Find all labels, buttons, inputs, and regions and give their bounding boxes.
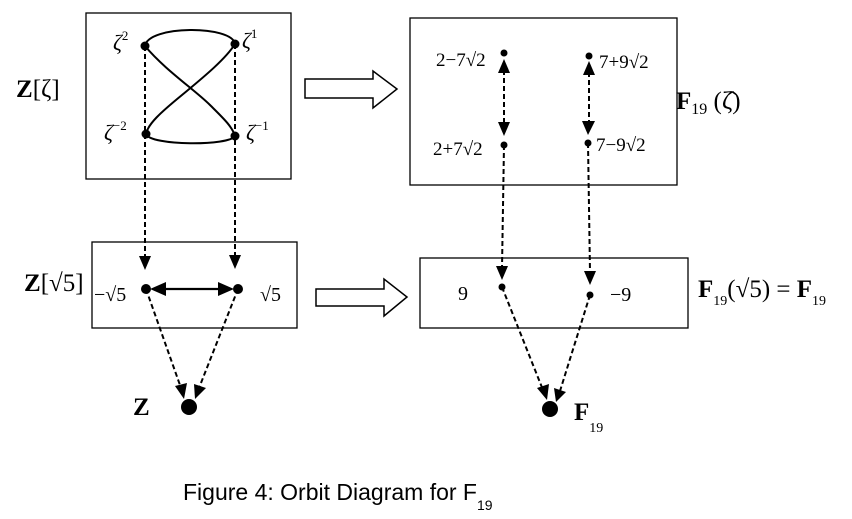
label-neg9: −9 [610, 284, 631, 306]
dot-zeta2 [140, 41, 150, 51]
projection-to-9 [501, 144, 505, 269]
arrowhead [554, 388, 566, 402]
label-z-sqrt5: Z[√5] [24, 270, 84, 297]
label-7-minus-9sqrt2: 7−9√2 [596, 135, 646, 156]
arrowhead [229, 255, 241, 269]
label-zetam2: ζ−2 [104, 118, 127, 145]
reduction-arrow-top [304, 69, 399, 110]
label-2-minus-7sqrt2: 2−7√2 [436, 50, 486, 71]
label-neg-sqrt5: −√5 [94, 284, 126, 306]
z-zeta-box [85, 12, 292, 180]
arrowhead [537, 384, 549, 400]
label-z-zeta: Z[ζ] [16, 76, 60, 103]
arrowhead [496, 266, 508, 280]
curve-zeta2-zeta1 [144, 29, 236, 47]
arrowhead [583, 61, 595, 75]
label-7-plus-9sqrt2: 7+9√2 [599, 52, 649, 73]
dot-zetam1 [230, 131, 240, 141]
projection-sqrt5-to-z [198, 288, 239, 389]
dot-2-plus-7sqrt2 [500, 141, 508, 149]
dot-zetam2 [141, 129, 151, 139]
label-zeta2: ζ2 [113, 28, 128, 55]
dot-7-plus-9sqrt2 [585, 52, 593, 60]
dot-2-minus-7sqrt2 [500, 49, 508, 57]
arrowhead [584, 271, 596, 285]
dot-z [181, 399, 197, 415]
dot-zeta1 [230, 39, 240, 49]
reduction-arrow-bottom [315, 277, 409, 318]
curve-zetam2-zetam1 [145, 133, 236, 145]
curve-zeta1-zetam2 [145, 43, 236, 135]
dot-f19 [542, 401, 558, 417]
label-zeta1: ζ1 [242, 26, 257, 53]
arrowhead [498, 59, 510, 73]
arrowhead [582, 121, 595, 135]
curve-zeta2-zetam1 [144, 45, 236, 137]
label-f19: F19 [574, 399, 603, 436]
dot-7-minus-9sqrt2 [584, 139, 592, 147]
arrowhead [175, 383, 187, 399]
label-f19-sqrt5: F19(√5) = F19 [698, 276, 826, 309]
projection-9-to-f19 [501, 286, 544, 391]
arrowhead [498, 122, 510, 136]
projection-to-neg9 [587, 142, 591, 273]
label-9: 9 [458, 283, 468, 305]
arrowhead [218, 282, 234, 296]
arrowhead [194, 384, 206, 399]
f19-sqrt5-box [419, 257, 689, 329]
projection-negsqrt5-to-z [145, 288, 182, 389]
label-2-plus-7sqrt2: 2+7√2 [433, 139, 483, 160]
label-z: Z [133, 394, 150, 421]
figure-caption: Figure 4: Orbit Diagram for F19 [183, 479, 493, 513]
z-sqrt5-box [91, 241, 298, 329]
projection-neg9-to-f19 [559, 294, 591, 392]
label-sqrt5: √5 [260, 284, 281, 306]
label-f19-zeta-hat: F19 (ζ̂) [676, 88, 741, 118]
arrowhead [150, 282, 166, 296]
f19-zeta-hat-box [409, 17, 678, 186]
label-zetam1: ζ−1 [246, 118, 269, 145]
arrowhead [139, 256, 151, 270]
